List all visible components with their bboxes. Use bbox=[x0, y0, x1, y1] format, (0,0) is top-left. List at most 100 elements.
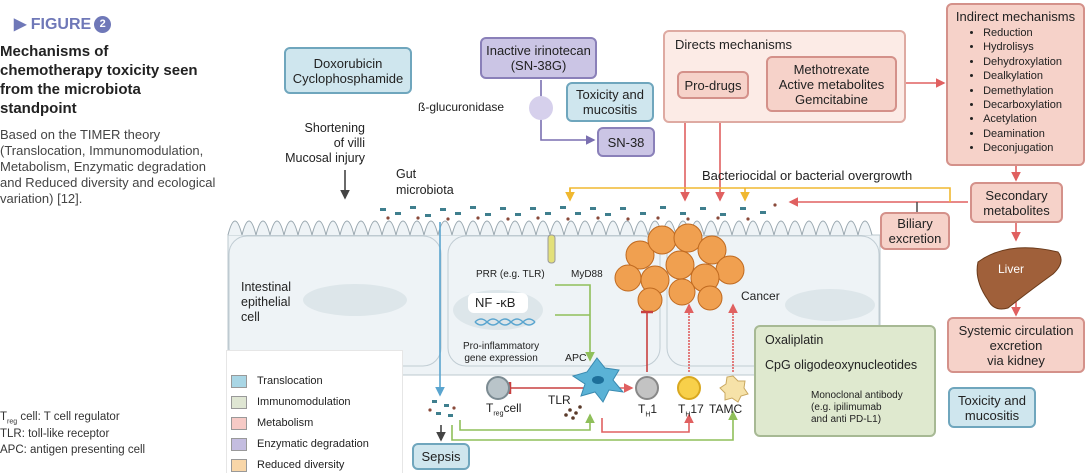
sepsis-label: Sepsis bbox=[421, 449, 461, 464]
proinfl-line: gene expression bbox=[464, 353, 538, 364]
oxaliplatin-label: Oxaliplatin bbox=[765, 333, 824, 347]
sepsis-box: Sepsis bbox=[412, 443, 470, 470]
cancer-label: Cancer bbox=[741, 289, 780, 303]
gut-line: microbiota bbox=[396, 183, 454, 197]
th17-sub: H bbox=[685, 411, 691, 419]
legend-item: Reduced diversity bbox=[231, 459, 344, 472]
treg-cell-icon bbox=[486, 376, 510, 400]
liver-icon bbox=[976, 247, 1062, 310]
legend-item: Translocation bbox=[231, 375, 323, 388]
legend-item: Metabolism bbox=[231, 417, 314, 430]
biliary-line: excretion bbox=[888, 231, 942, 246]
legend-label: Immunomodulation bbox=[257, 396, 351, 408]
glucuronidase-label: ß-glucuronidase bbox=[418, 100, 505, 114]
tamc-cell-icon bbox=[719, 375, 749, 403]
mechanism-item: Deconjugation bbox=[983, 141, 1062, 155]
th17-suffix: 17 bbox=[690, 402, 704, 416]
sepsis-bacteria-icon bbox=[428, 400, 456, 417]
th17-main: T bbox=[678, 402, 686, 416]
prr-receptor-icon bbox=[547, 234, 556, 264]
mab-line: Monoclonal antibody bbox=[811, 390, 903, 401]
toxicity-line: Toxicity and bbox=[958, 392, 1026, 408]
irinotecan-line: (SN-38G) bbox=[510, 58, 567, 73]
legend: Translocation Immunomodulation Metabolis… bbox=[226, 350, 403, 473]
microbiota-dots bbox=[380, 203, 777, 221]
note-treg-sub: reg bbox=[7, 418, 18, 426]
legend-swatch bbox=[231, 396, 247, 409]
doxo-line: Cyclophosphamide bbox=[292, 70, 404, 86]
note-tlr: TLR: toll-like receptor bbox=[0, 428, 110, 440]
mechanism-item: Dealkylation bbox=[983, 69, 1062, 83]
legend-label: Metabolism bbox=[257, 417, 314, 429]
tlr-ligand-dots bbox=[564, 405, 582, 420]
epithelial-line: cell bbox=[241, 310, 260, 324]
toxicity-line: mucositis bbox=[964, 407, 1020, 423]
toxicity-line: Toxicity and bbox=[576, 87, 644, 102]
biliary-line: Biliary bbox=[897, 216, 933, 231]
secondary-line: metabolites bbox=[983, 202, 1050, 218]
systemic-line: excretion bbox=[989, 337, 1043, 353]
systemic-line: Systemic circulation bbox=[958, 322, 1074, 338]
play-triangle-icon: ▶ bbox=[14, 16, 31, 33]
treg-main: T bbox=[486, 401, 494, 415]
myd88-label: MyD88 bbox=[571, 269, 603, 280]
shortening-line: Shortening bbox=[304, 121, 365, 135]
indirect-mechanisms-list: Reduction Hydrolisys Dehydroxylation Dea… bbox=[969, 26, 1062, 156]
mechanism-item: Demethylation bbox=[983, 84, 1062, 98]
direct-mechanisms-box: Directs mechanisms Pro-drugs Methotrexat… bbox=[663, 30, 906, 123]
mechanism-item: Deamination bbox=[983, 127, 1062, 141]
th1-cell-icon bbox=[635, 376, 659, 400]
th17-cell-icon bbox=[677, 376, 701, 400]
nfkb-badge bbox=[468, 293, 528, 313]
arrows bbox=[340, 78, 1021, 442]
direct-line: Gemcitabine bbox=[795, 91, 868, 107]
mab-line: and anti PD-L1) bbox=[811, 414, 882, 425]
note-treg-main: T bbox=[0, 411, 8, 423]
prr-label: PRR (e.g. TLR) bbox=[476, 269, 545, 280]
tamc-label: TAMC bbox=[709, 402, 743, 416]
legend-swatch bbox=[231, 459, 247, 472]
cpg-label: CpG oligodeoxynucleotides bbox=[765, 358, 918, 372]
sn38-label: SN-38 bbox=[607, 134, 645, 150]
legend-swatch bbox=[231, 438, 247, 451]
doxo-line: Doxorubicin bbox=[313, 55, 383, 71]
mechanism-item: Decarboxylation bbox=[983, 98, 1062, 112]
figure-title: Mechanisms of chemotherapy toxicity seen… bbox=[0, 43, 198, 117]
shortening-line: Mucosal injury bbox=[285, 151, 365, 165]
mab-line: (e.g. ipilimumab bbox=[811, 402, 882, 413]
th1-main: T bbox=[638, 402, 646, 416]
mechanism-item: Reduction bbox=[983, 26, 1062, 40]
legend-label: Enzymatic degradation bbox=[257, 438, 369, 450]
indirect-mechanisms-box: Indirect mechanisms Reduction Hydrolisys… bbox=[946, 3, 1085, 166]
mechanism-item: Hydrolisys bbox=[983, 40, 1062, 54]
th1-suffix: 1 bbox=[650, 402, 658, 416]
dna-icon bbox=[474, 318, 536, 326]
toxicity-line: mucositis bbox=[582, 102, 638, 117]
apc-label: APC bbox=[565, 352, 587, 364]
legend-swatch bbox=[231, 417, 247, 430]
legend-item: Immunomodulation bbox=[231, 396, 351, 409]
legend-item: Enzymatic degradation bbox=[231, 438, 369, 451]
tlr-label: TLR bbox=[548, 393, 571, 407]
immunomodulation-drugs-box: Oxaliplatin CpG oligodeoxynucleotides Mo… bbox=[754, 325, 936, 437]
treg-sub: reg bbox=[493, 410, 504, 418]
liver-label: Liver bbox=[998, 262, 1025, 276]
figure-description: Based on the TIMER theory (Translocation… bbox=[0, 127, 216, 206]
th1-sub: H bbox=[645, 411, 651, 419]
direct-mechanisms-title: Directs mechanisms bbox=[675, 37, 793, 52]
proinfl-line: Pro-inflammatory bbox=[463, 341, 540, 352]
epithelial-line: epithelial bbox=[241, 295, 291, 309]
